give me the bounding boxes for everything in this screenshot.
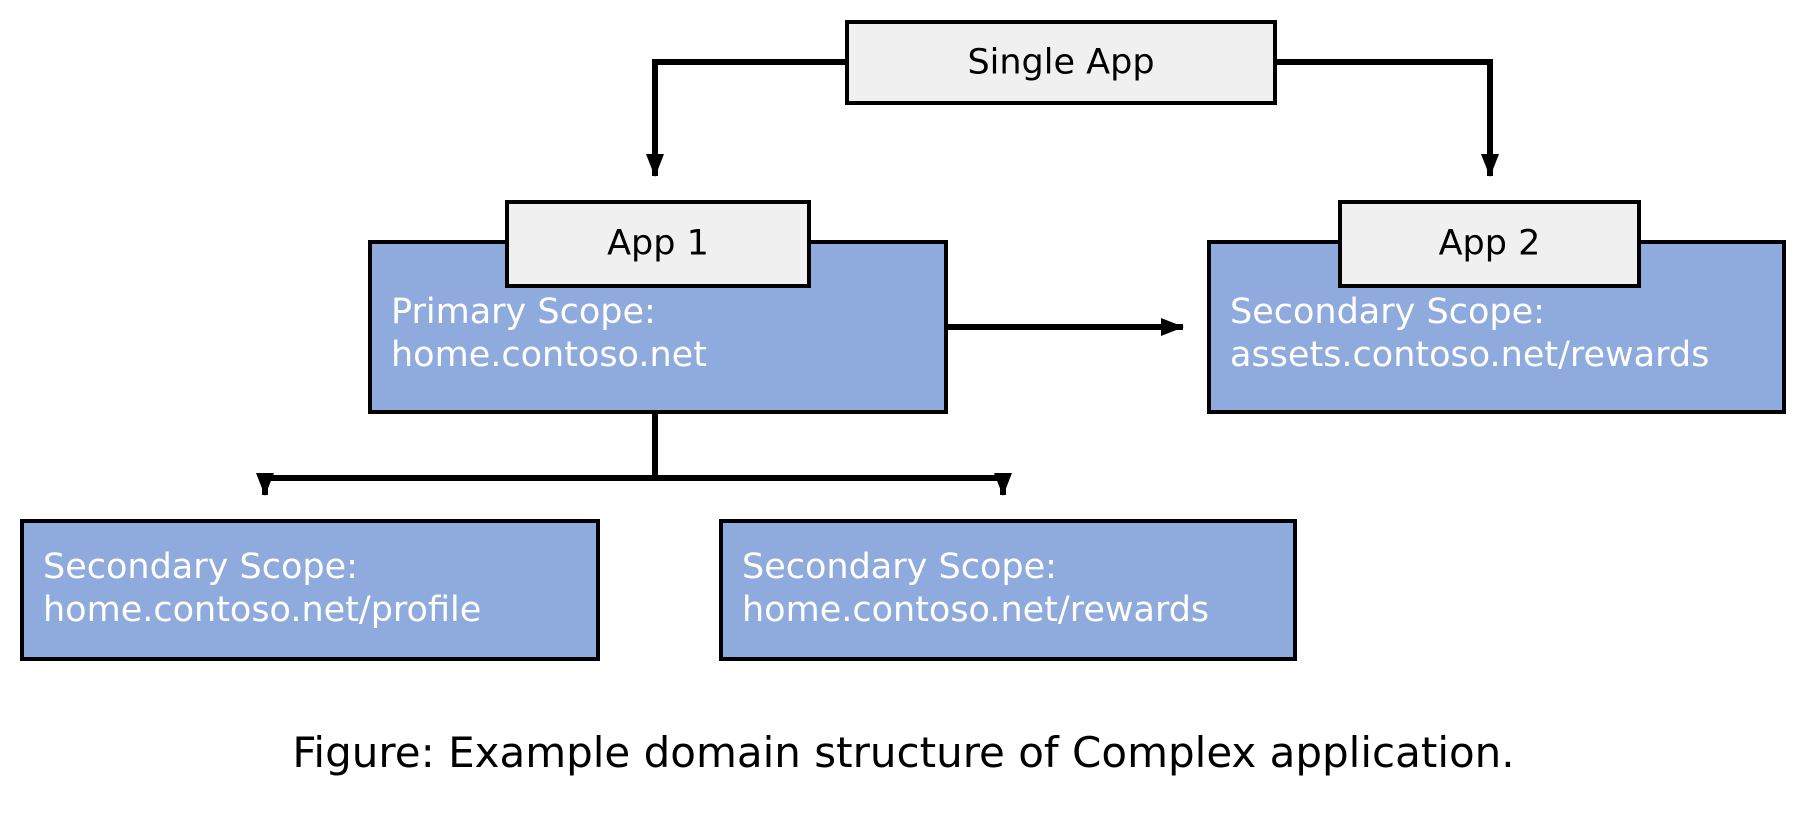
node-app2-tab[interactable]: App 2 bbox=[1338, 200, 1641, 288]
node-primary-scope-line1: Primary Scope: bbox=[391, 292, 656, 332]
connector-primary-scope-to-secondary-profile bbox=[256, 414, 658, 496]
node-secondary-scope-rewards-text: Secondary Scope: home.contoso.net/reward… bbox=[742, 546, 1283, 631]
node-secondary-scope-profile-text: Secondary Scope: home.contoso.net/profil… bbox=[43, 546, 586, 631]
node-single-app[interactable]: Single App bbox=[845, 20, 1277, 105]
node-primary-scope-line2: home.contoso.net bbox=[391, 334, 707, 375]
connector-primary-scope-to-secondary-rewards bbox=[655, 473, 1012, 496]
connector-single-app-to-app1 bbox=[646, 59, 845, 177]
node-app2-scope-text: Secondary Scope: assets.contoso.net/rewa… bbox=[1230, 291, 1772, 376]
node-app2-label: App 2 bbox=[1438, 223, 1541, 264]
node-app1-tab[interactable]: App 1 bbox=[505, 200, 811, 288]
node-secondary-scope-profile-line1: Secondary Scope: bbox=[43, 547, 358, 587]
node-app2-scope-line2: assets.contoso.net/rewards bbox=[1230, 334, 1710, 375]
node-secondary-scope-rewards[interactable]: Secondary Scope: home.contoso.net/reward… bbox=[719, 519, 1297, 661]
node-primary-scope-text: Primary Scope: home.contoso.net bbox=[391, 291, 934, 376]
node-app1-label: App 1 bbox=[607, 223, 709, 264]
node-secondary-scope-profile[interactable]: Secondary Scope: home.contoso.net/profil… bbox=[20, 519, 600, 661]
node-secondary-scope-rewards-line2: home.contoso.net/rewards bbox=[742, 589, 1210, 630]
node-single-app-label: Single App bbox=[967, 42, 1155, 83]
connector-single-app-to-app2 bbox=[1277, 59, 1499, 177]
figure-caption: Figure: Example domain structure of Comp… bbox=[292, 728, 1515, 777]
node-secondary-scope-profile-line2: home.contoso.net/profile bbox=[43, 589, 482, 630]
node-secondary-scope-rewards-line1: Secondary Scope: bbox=[742, 547, 1057, 587]
node-app2-scope-line1: Secondary Scope: bbox=[1230, 292, 1545, 332]
